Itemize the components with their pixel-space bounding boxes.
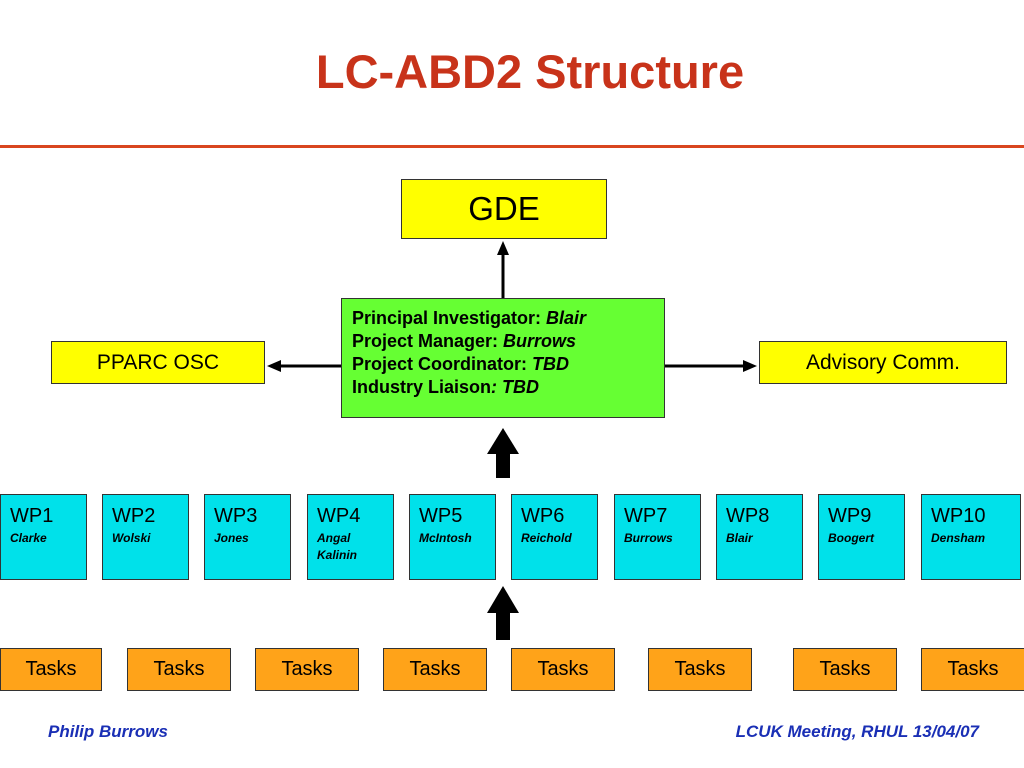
work-package-lead: Burrows	[624, 531, 673, 545]
footer-event: LCUK Meeting, RHUL 13/04/07	[735, 722, 979, 741]
work-package-lead: McIntosh	[419, 531, 472, 545]
work-package-name: WP9	[828, 505, 872, 527]
work-package-name: WP7	[624, 505, 668, 527]
footer-author: Philip Burrows	[48, 722, 168, 741]
work-package-name: WP1	[10, 505, 54, 527]
industry-liaison-line: Industry Liaison: TBD	[352, 377, 540, 397]
block-arrow-head-lower	[487, 586, 519, 613]
work-package-box: WP4 Angal Kalinin	[307, 494, 394, 580]
work-package-lead: Boogert	[828, 531, 874, 545]
work-package-name: WP10	[931, 505, 986, 527]
project-coordinator-line: Project Coordinator: TBD	[352, 354, 570, 374]
block-arrow-shaft-upper	[496, 452, 510, 478]
work-package-name: WP5	[419, 505, 463, 527]
work-package-lead: Angal	[317, 531, 351, 545]
arrowhead-advisory	[743, 360, 757, 372]
tasks-box: Tasks	[0, 648, 102, 691]
block-arrow-shaft-lower	[496, 611, 510, 640]
arrowhead-gde	[497, 241, 509, 255]
work-package-lead: Densham	[931, 531, 986, 545]
gde-box: GDE	[401, 179, 607, 239]
tasks-box: Tasks	[648, 648, 752, 691]
work-package-name: WP4	[317, 505, 361, 527]
work-package-lead: Reichold	[521, 531, 572, 545]
principal-investigator-line: Principal Investigator: Blair	[352, 308, 587, 328]
work-package-box: WP3 Jones	[204, 494, 291, 580]
work-package-lead: Kalinin	[317, 548, 358, 562]
work-package-name: WP3	[214, 505, 258, 527]
tasks-box: Tasks	[921, 648, 1024, 691]
tasks-box: Tasks	[383, 648, 487, 691]
work-package-lead: Clarke	[10, 531, 47, 545]
work-package-box: WP7 Burrows	[614, 494, 701, 580]
project-manager-line: Project Manager: Burrows	[352, 331, 577, 351]
slide-title: LC-ABD2 Structure	[315, 45, 745, 98]
work-package-box: WP10 Densham	[921, 494, 1021, 580]
work-package-name: WP2	[112, 505, 156, 527]
work-package-box: WP5 McIntosh	[409, 494, 496, 580]
tasks-box: Tasks	[511, 648, 615, 691]
tasks-box: Tasks	[255, 648, 359, 691]
tasks-box: Tasks	[793, 648, 897, 691]
pparc-osc-box: PPARC OSC	[51, 341, 265, 384]
work-package-box: WP9 Boogert	[818, 494, 905, 580]
work-package-lead: Jones	[214, 531, 249, 545]
work-package-lead: Wolski	[112, 531, 151, 545]
work-package-box: WP2 Wolski	[102, 494, 189, 580]
work-package-lead: Blair	[726, 531, 753, 545]
tasks-box: Tasks	[127, 648, 231, 691]
arrowhead-pparc	[267, 360, 281, 372]
title-divider	[0, 145, 1024, 148]
work-package-name: WP6	[521, 505, 565, 527]
management-box: Principal Investigator: Blair Project Ma…	[341, 298, 665, 418]
advisory-comm-box: Advisory Comm.	[759, 341, 1007, 384]
work-package-box: WP6 Reichold	[511, 494, 598, 580]
work-package-box: WP8 Blair	[716, 494, 803, 580]
work-package-box: WP1 Clarke	[0, 494, 87, 580]
block-arrow-head-upper	[487, 428, 519, 454]
work-package-name: WP8	[726, 505, 770, 527]
